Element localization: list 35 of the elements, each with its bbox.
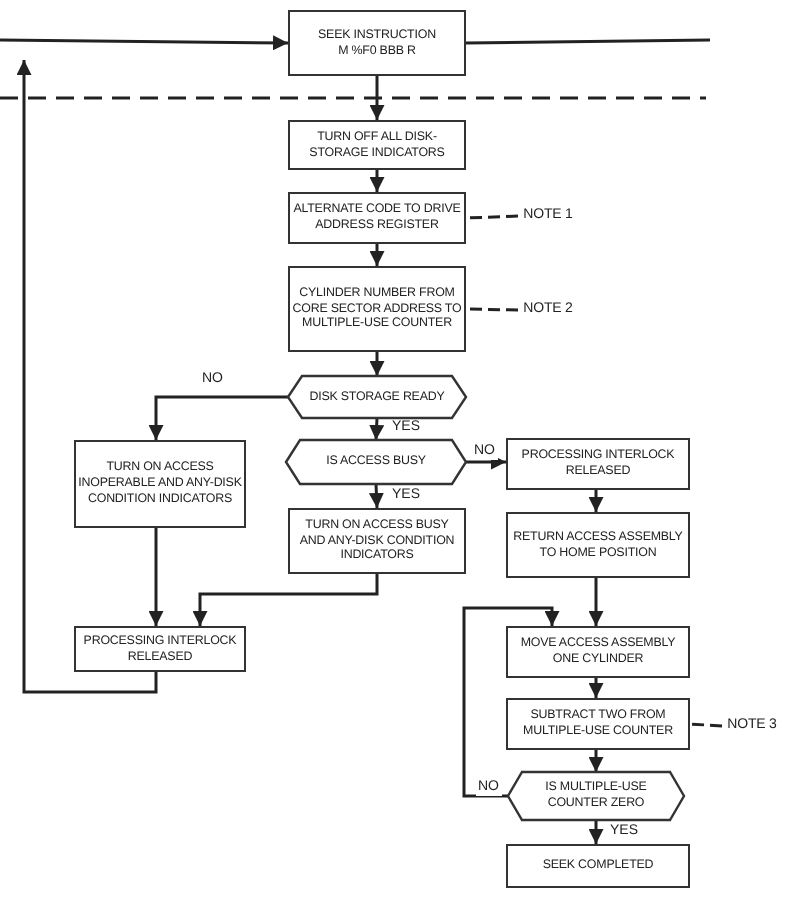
process-box <box>74 626 246 672</box>
arrow <box>369 76 385 120</box>
process-box <box>288 192 466 244</box>
arrow <box>192 574 379 626</box>
process-box <box>288 266 466 352</box>
arrow <box>588 750 604 772</box>
leader-line <box>465 307 519 312</box>
arrow <box>588 678 604 698</box>
arrow <box>369 417 385 441</box>
arrow <box>368 483 384 509</box>
decision-hexagon <box>286 440 466 484</box>
arrow <box>588 820 604 844</box>
process-box <box>506 438 690 490</box>
arrow <box>16 60 158 694</box>
arrow <box>369 170 385 192</box>
process-box <box>506 844 690 888</box>
process-box <box>74 440 246 528</box>
arrow <box>148 528 164 626</box>
arrow <box>588 578 604 626</box>
leader-line <box>689 722 723 728</box>
process-box <box>506 512 690 578</box>
arrow <box>466 454 506 470</box>
process-box <box>506 626 690 678</box>
arrow <box>369 244 385 266</box>
arrow <box>148 395 288 440</box>
process-box <box>506 698 690 750</box>
process-box <box>288 508 466 574</box>
arrow <box>462 606 560 798</box>
arrow <box>588 490 604 512</box>
process-box <box>288 120 466 170</box>
leader-line <box>465 214 519 220</box>
arrow <box>369 352 385 376</box>
process-box <box>288 10 466 76</box>
decision-hexagon <box>288 376 466 418</box>
arrow <box>0 35 288 51</box>
